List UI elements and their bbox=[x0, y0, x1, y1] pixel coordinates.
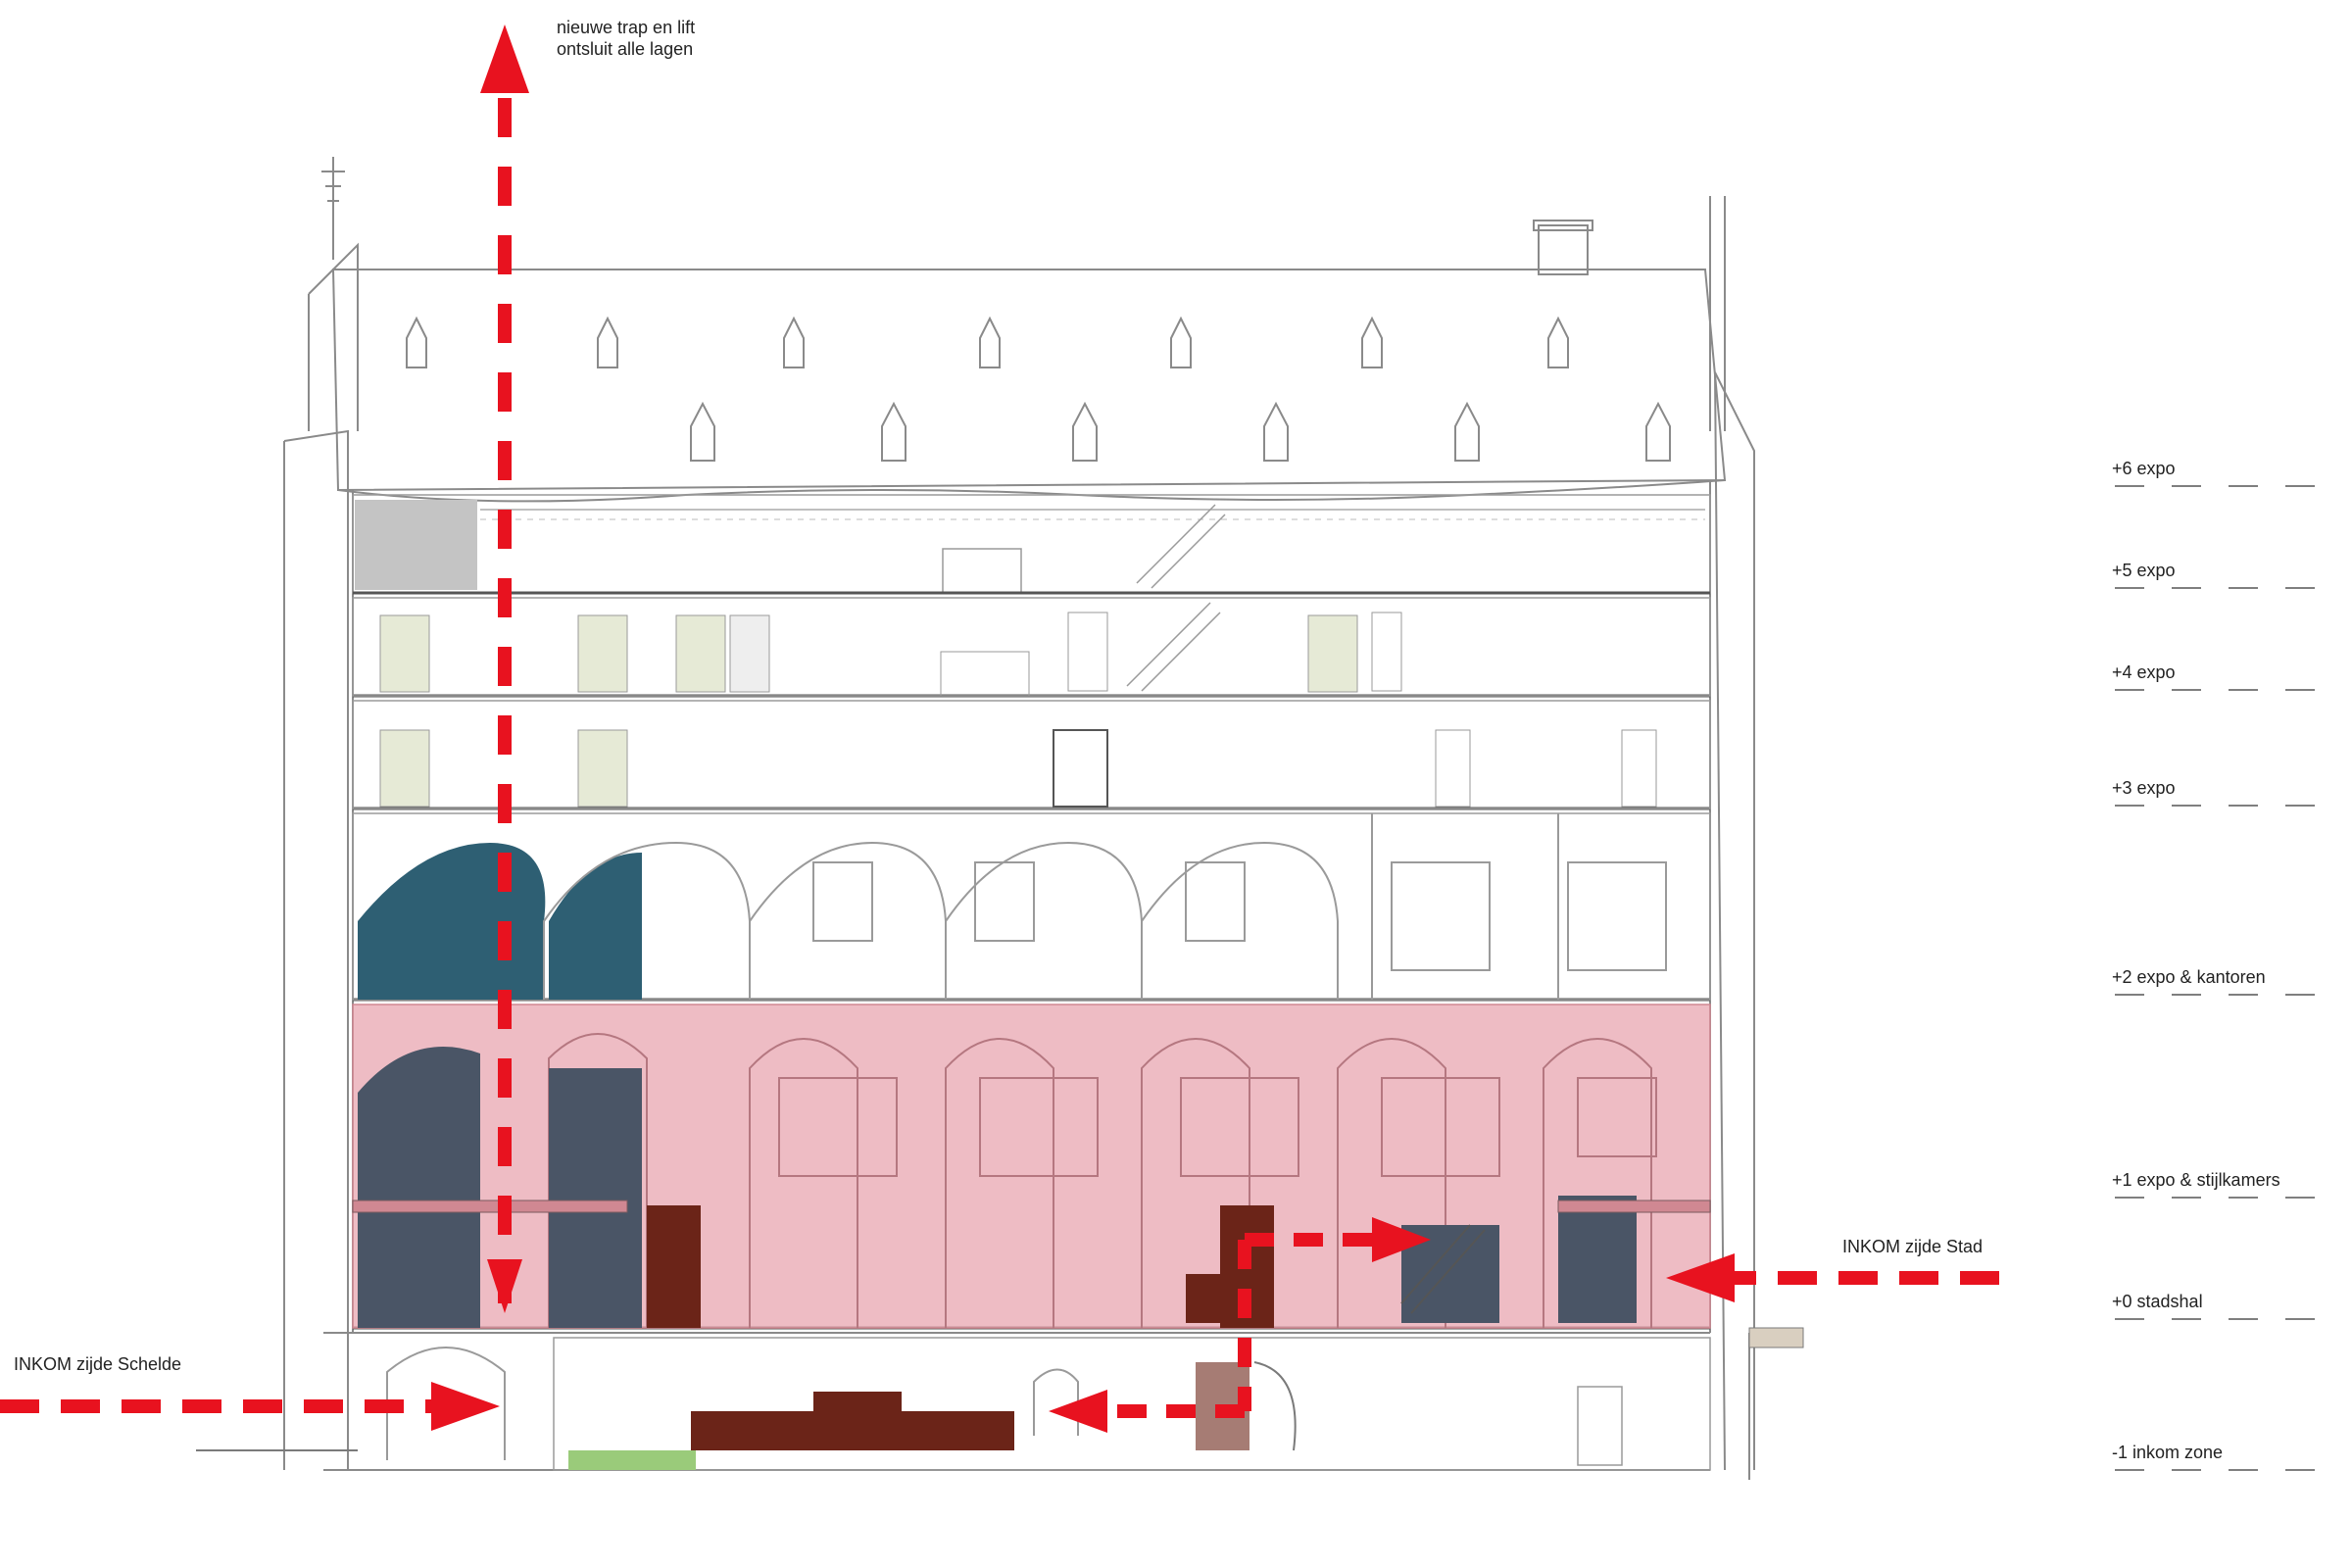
level-label-plus6: +6 expo bbox=[2112, 459, 2176, 478]
level-label-plus2: +2 expo & kantoren bbox=[2112, 967, 2266, 987]
arrow-head-up bbox=[480, 24, 529, 93]
level-label-plus4: +4 expo bbox=[2112, 662, 2176, 682]
flow-arrows bbox=[0, 24, 1999, 1433]
annotations: nieuwe trap en lift ontsluit alle lagen … bbox=[14, 18, 1983, 1374]
arrow-internal-route bbox=[1117, 1233, 1372, 1418]
level-label-plus5: +5 expo bbox=[2112, 561, 2176, 580]
level-label-plus1: +1 expo & stijlkamers bbox=[2112, 1170, 2280, 1190]
arrow-head-internal-left bbox=[1049, 1390, 1107, 1433]
arrow-head-down bbox=[487, 1259, 522, 1313]
annotation-stair-lift-line1: nieuwe trap en lift bbox=[557, 18, 695, 37]
annotation-inkom-stad: INKOM zijde Stad bbox=[1842, 1237, 1983, 1256]
stadshal-level bbox=[352, 1004, 1711, 1329]
dormers-upper bbox=[406, 316, 1569, 368]
level-label-plus0: +0 stadshal bbox=[2112, 1292, 2203, 1311]
level-legend: +6 expo +5 expo +4 expo +3 expo +2 expo … bbox=[2112, 459, 2337, 1471]
arrow-head-internal-up bbox=[1372, 1217, 1431, 1262]
annotation-inkom-schelde: INKOM zijde Schelde bbox=[14, 1354, 181, 1374]
level-plus3-room bbox=[352, 700, 1711, 809]
level-plus2-arcade bbox=[352, 812, 1711, 1001]
level-label-minus1: -1 inkom zone bbox=[2112, 1443, 2223, 1462]
arrow-head-schelde bbox=[431, 1382, 500, 1431]
annotation-stair-lift-line2: ontsluit alle lagen bbox=[557, 39, 693, 59]
level-label-plus3: +3 expo bbox=[2112, 778, 2176, 798]
arrow-head-stad bbox=[1666, 1253, 1735, 1302]
level-plus4-room bbox=[352, 597, 1711, 697]
dormers-lower bbox=[690, 401, 1671, 462]
attic-level bbox=[352, 494, 1711, 594]
